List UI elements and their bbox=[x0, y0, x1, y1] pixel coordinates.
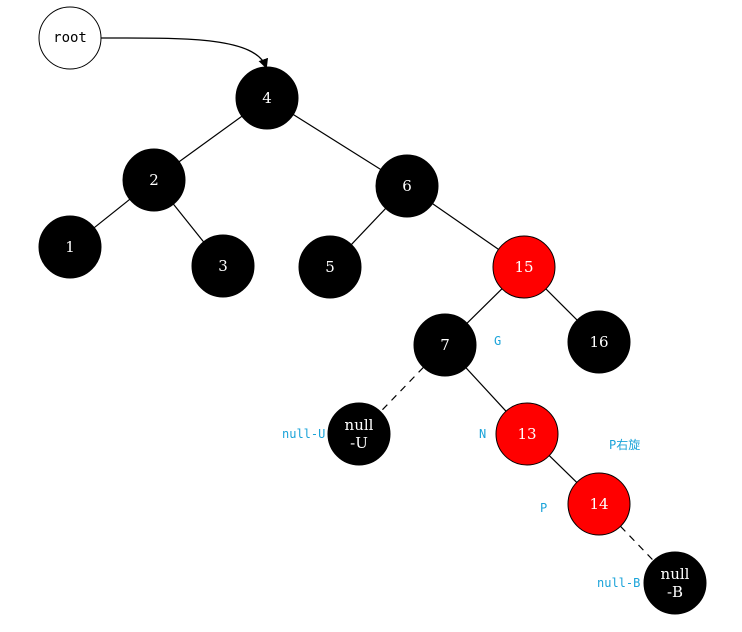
annotations: G null-U N P右旋 P null-B bbox=[282, 334, 640, 590]
node-circle bbox=[235, 66, 299, 130]
root-label: root bbox=[53, 30, 87, 46]
node-label: 6 bbox=[402, 177, 412, 195]
node-circle bbox=[191, 234, 255, 298]
node-circle bbox=[492, 235, 556, 299]
tree-node-3: 3 bbox=[191, 234, 255, 298]
node-label: null-B bbox=[661, 565, 690, 601]
node-circle bbox=[375, 154, 439, 218]
edge-n4-n2 bbox=[178, 115, 243, 163]
node-circle bbox=[298, 235, 362, 299]
node-label: 14 bbox=[589, 495, 608, 513]
node-label: 13 bbox=[517, 425, 536, 443]
edge-n2-n1 bbox=[93, 198, 131, 229]
node-label: 16 bbox=[589, 333, 608, 351]
annotation-p-rotate: P右旋 bbox=[609, 437, 640, 452]
edge-n6-n5 bbox=[350, 208, 387, 245]
annotation-p: P bbox=[540, 501, 547, 515]
tree-node-2: 2 bbox=[122, 148, 186, 212]
tree-node-7: 7 bbox=[413, 313, 477, 377]
edge-n7-nU bbox=[380, 366, 424, 413]
node-label: 1 bbox=[65, 238, 75, 256]
annotation-null-u: null-U bbox=[282, 427, 325, 441]
node-circle bbox=[413, 313, 477, 377]
node-circle bbox=[122, 148, 186, 212]
node-circle bbox=[327, 402, 391, 466]
node-circle bbox=[567, 472, 631, 536]
tree-node-13: 13 bbox=[495, 402, 559, 466]
edge-n6-n15 bbox=[432, 203, 499, 250]
node-circle bbox=[38, 215, 102, 279]
tree-node-15: 15 bbox=[492, 235, 556, 299]
node-label: 7 bbox=[440, 336, 450, 354]
edge-n15-n16 bbox=[545, 288, 578, 321]
node-label: 5 bbox=[325, 258, 335, 276]
root-arrow bbox=[100, 37, 269, 69]
node-circle bbox=[643, 551, 707, 615]
annotation-null-b: null-B bbox=[597, 576, 640, 590]
root-pointer: root bbox=[38, 6, 269, 70]
annotation-n: N bbox=[479, 427, 486, 441]
tree-node-5: 5 bbox=[298, 235, 362, 299]
edge-n2-n3 bbox=[172, 203, 205, 243]
edge-n4-n6 bbox=[292, 113, 382, 171]
tree-node-b: null-B bbox=[643, 551, 707, 615]
edge-n7-n13 bbox=[465, 367, 507, 412]
edge-n15-n7 bbox=[466, 288, 503, 324]
tree-node-14: 14 bbox=[567, 472, 631, 536]
tree-node-1: 1 bbox=[38, 215, 102, 279]
tree-node-4: 4 bbox=[235, 66, 299, 130]
node-label: 4 bbox=[262, 89, 272, 107]
tree-node-6: 6 bbox=[375, 154, 439, 218]
node-label: 3 bbox=[218, 257, 228, 275]
edge-n13-n14 bbox=[548, 455, 578, 483]
tree-node-u: null-U bbox=[327, 402, 391, 466]
edge-n14-nB bbox=[620, 525, 654, 562]
node-label: null-U bbox=[345, 416, 374, 452]
edges bbox=[93, 113, 654, 562]
node-label: 15 bbox=[514, 258, 533, 276]
node-label: 2 bbox=[149, 171, 159, 189]
node-circle bbox=[495, 402, 559, 466]
node-circle bbox=[567, 310, 631, 374]
tree-node-16: 16 bbox=[567, 310, 631, 374]
annotation-g: G bbox=[494, 334, 501, 348]
